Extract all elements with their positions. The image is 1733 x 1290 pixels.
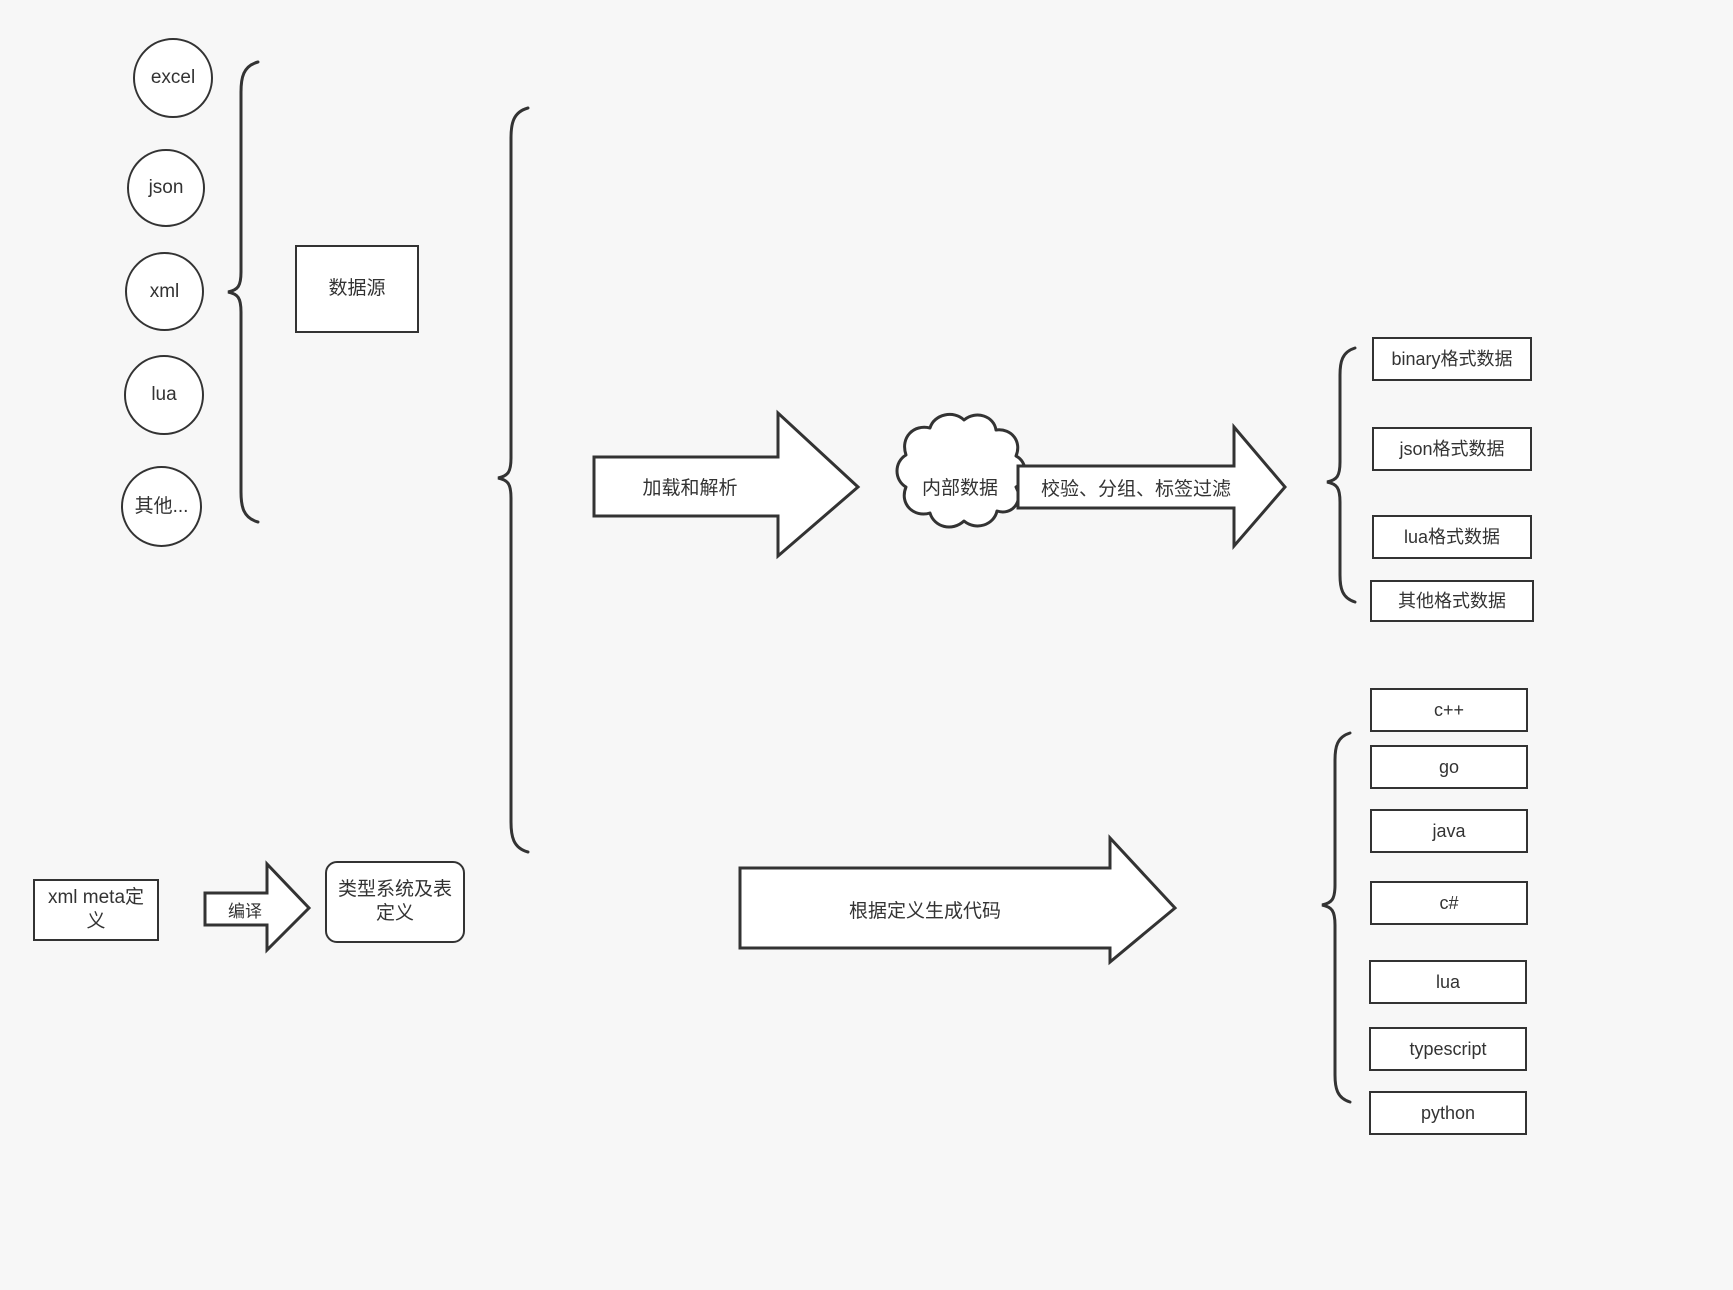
xml-meta-label: xml meta定义	[47, 887, 145, 932]
source-label: lua	[151, 384, 177, 406]
output-format-binary[interactable]: binary格式数据	[1372, 337, 1532, 381]
arrow-compile	[203, 860, 312, 954]
source-label: json	[148, 177, 184, 199]
output-format-other[interactable]: 其他格式数据	[1370, 580, 1534, 622]
arrow-generate-code	[738, 834, 1178, 966]
output-language-label: lua	[1435, 971, 1461, 992]
cloud-internal-data	[895, 412, 1027, 529]
output-format-label: binary格式数据	[1391, 348, 1513, 369]
output-language-label: go	[1438, 756, 1460, 777]
output-language-python[interactable]: python	[1369, 1091, 1527, 1135]
arrow-validate-group-filter	[1016, 422, 1287, 551]
output-language-typescript[interactable]: typescript	[1369, 1027, 1527, 1071]
output-language-label: c#	[1439, 892, 1459, 913]
output-format-json[interactable]: json格式数据	[1372, 427, 1532, 471]
source-node-xml[interactable]: xml	[125, 252, 204, 331]
arrow-load-and-parse	[592, 409, 861, 560]
output-format-label: json格式数据	[1399, 438, 1505, 459]
output-language-label: c++	[1433, 699, 1465, 720]
source-node-other[interactable]: 其他...	[121, 466, 202, 547]
output-format-label: lua格式数据	[1403, 526, 1501, 547]
output-format-label: 其他格式数据	[1398, 590, 1506, 611]
source-node-lua[interactable]: lua	[124, 355, 204, 435]
output-language-go[interactable]: go	[1370, 745, 1528, 789]
source-node-json[interactable]: json	[127, 149, 205, 227]
output-language-label: java	[1432, 820, 1466, 841]
output-language-label: typescript	[1409, 1038, 1487, 1059]
data-source-box[interactable]: 数据源	[295, 245, 419, 333]
source-label: excel	[150, 67, 196, 89]
output-language-label: python	[1420, 1102, 1476, 1123]
xml-meta-definition-box[interactable]: xml meta定义	[33, 879, 159, 941]
source-node-excel[interactable]: excel	[133, 38, 213, 118]
output-language-lua[interactable]: lua	[1369, 960, 1527, 1004]
data-source-label: 数据源	[328, 278, 386, 300]
output-format-lua[interactable]: lua格式数据	[1372, 515, 1532, 559]
type-system-box[interactable]: 类型系统及表定义	[325, 861, 465, 943]
output-language-cpp[interactable]: c++	[1370, 688, 1528, 732]
output-language-csharp[interactable]: c#	[1370, 881, 1528, 925]
brace-data-sources	[227, 60, 260, 524]
output-language-java[interactable]: java	[1370, 809, 1528, 853]
brace-pipeline-input	[497, 106, 530, 854]
source-label: 其他...	[134, 495, 189, 517]
source-label: xml	[149, 280, 180, 302]
brace-data-formats	[1326, 346, 1357, 604]
brace-languages	[1321, 731, 1352, 1104]
type-system-label: 类型系统及表定义	[337, 879, 452, 924]
